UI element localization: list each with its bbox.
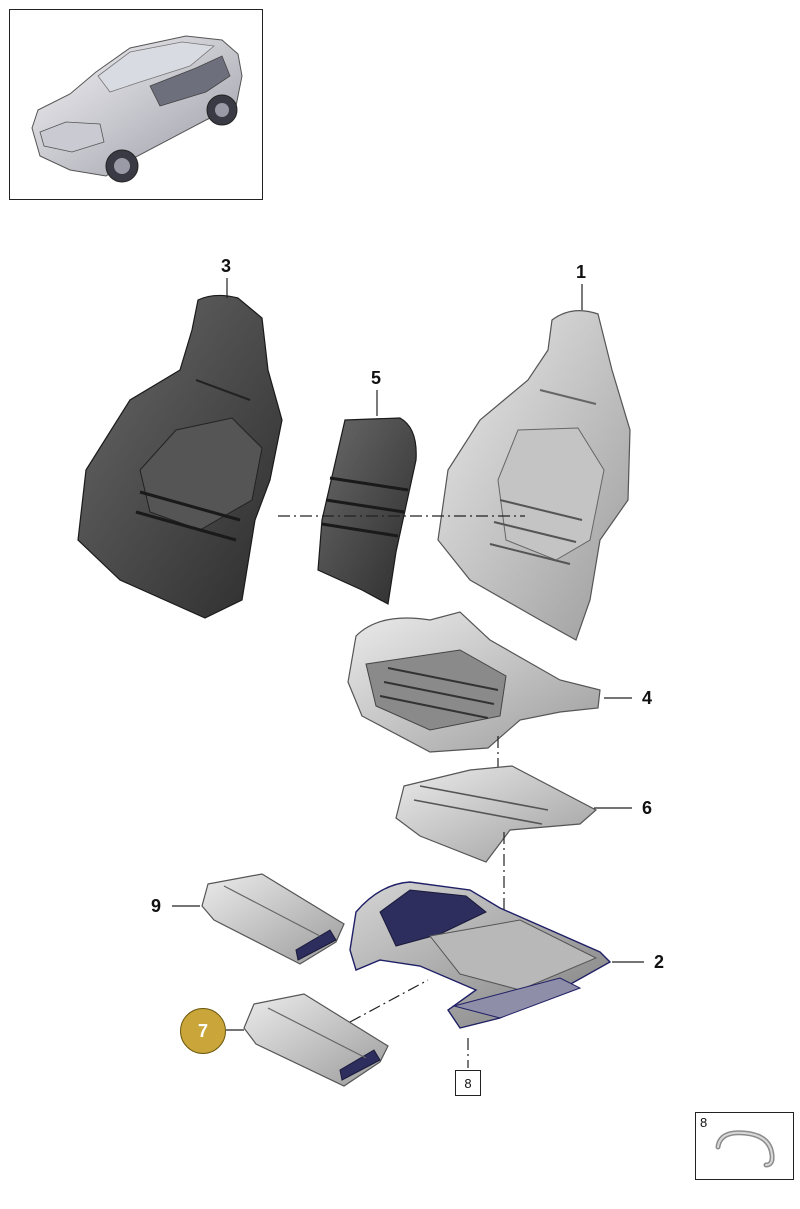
callout-5[interactable]: 5 — [371, 368, 382, 388]
part-3-backrest-cover — [77, 294, 283, 619]
callout-7-highlighted[interactable]: 7 — [180, 1008, 226, 1054]
part-9-side-trim — [201, 873, 345, 965]
callout-2[interactable]: 2 — [654, 952, 665, 972]
callout-1[interactable]: 1 — [576, 262, 587, 282]
callout-6[interactable]: 6 — [642, 798, 653, 818]
part-4-seat-cushion-cover — [347, 611, 601, 753]
callout-3[interactable]: 3 — [221, 256, 232, 276]
callout-8-box[interactable]: 8 — [455, 1070, 481, 1096]
callout-9[interactable]: 9 — [151, 896, 162, 916]
clip-illustration — [715, 1130, 775, 1168]
alignment-line-7-2 — [349, 979, 429, 1023]
part-8-detail-frame: 8 — [695, 1112, 794, 1180]
part-6-seat-foam — [395, 765, 598, 863]
part-2-seat-frame — [349, 881, 612, 1029]
vehicle-illustration — [31, 35, 243, 183]
part-1-backrest-cushion — [437, 310, 631, 641]
part-5-center-insert — [317, 417, 417, 605]
part-8-detail-label: 8 — [700, 1115, 708, 1130]
part-7-side-trim — [243, 993, 389, 1087]
vehicle-thumbnail-frame — [9, 9, 263, 200]
callout-4[interactable]: 4 — [642, 688, 653, 708]
